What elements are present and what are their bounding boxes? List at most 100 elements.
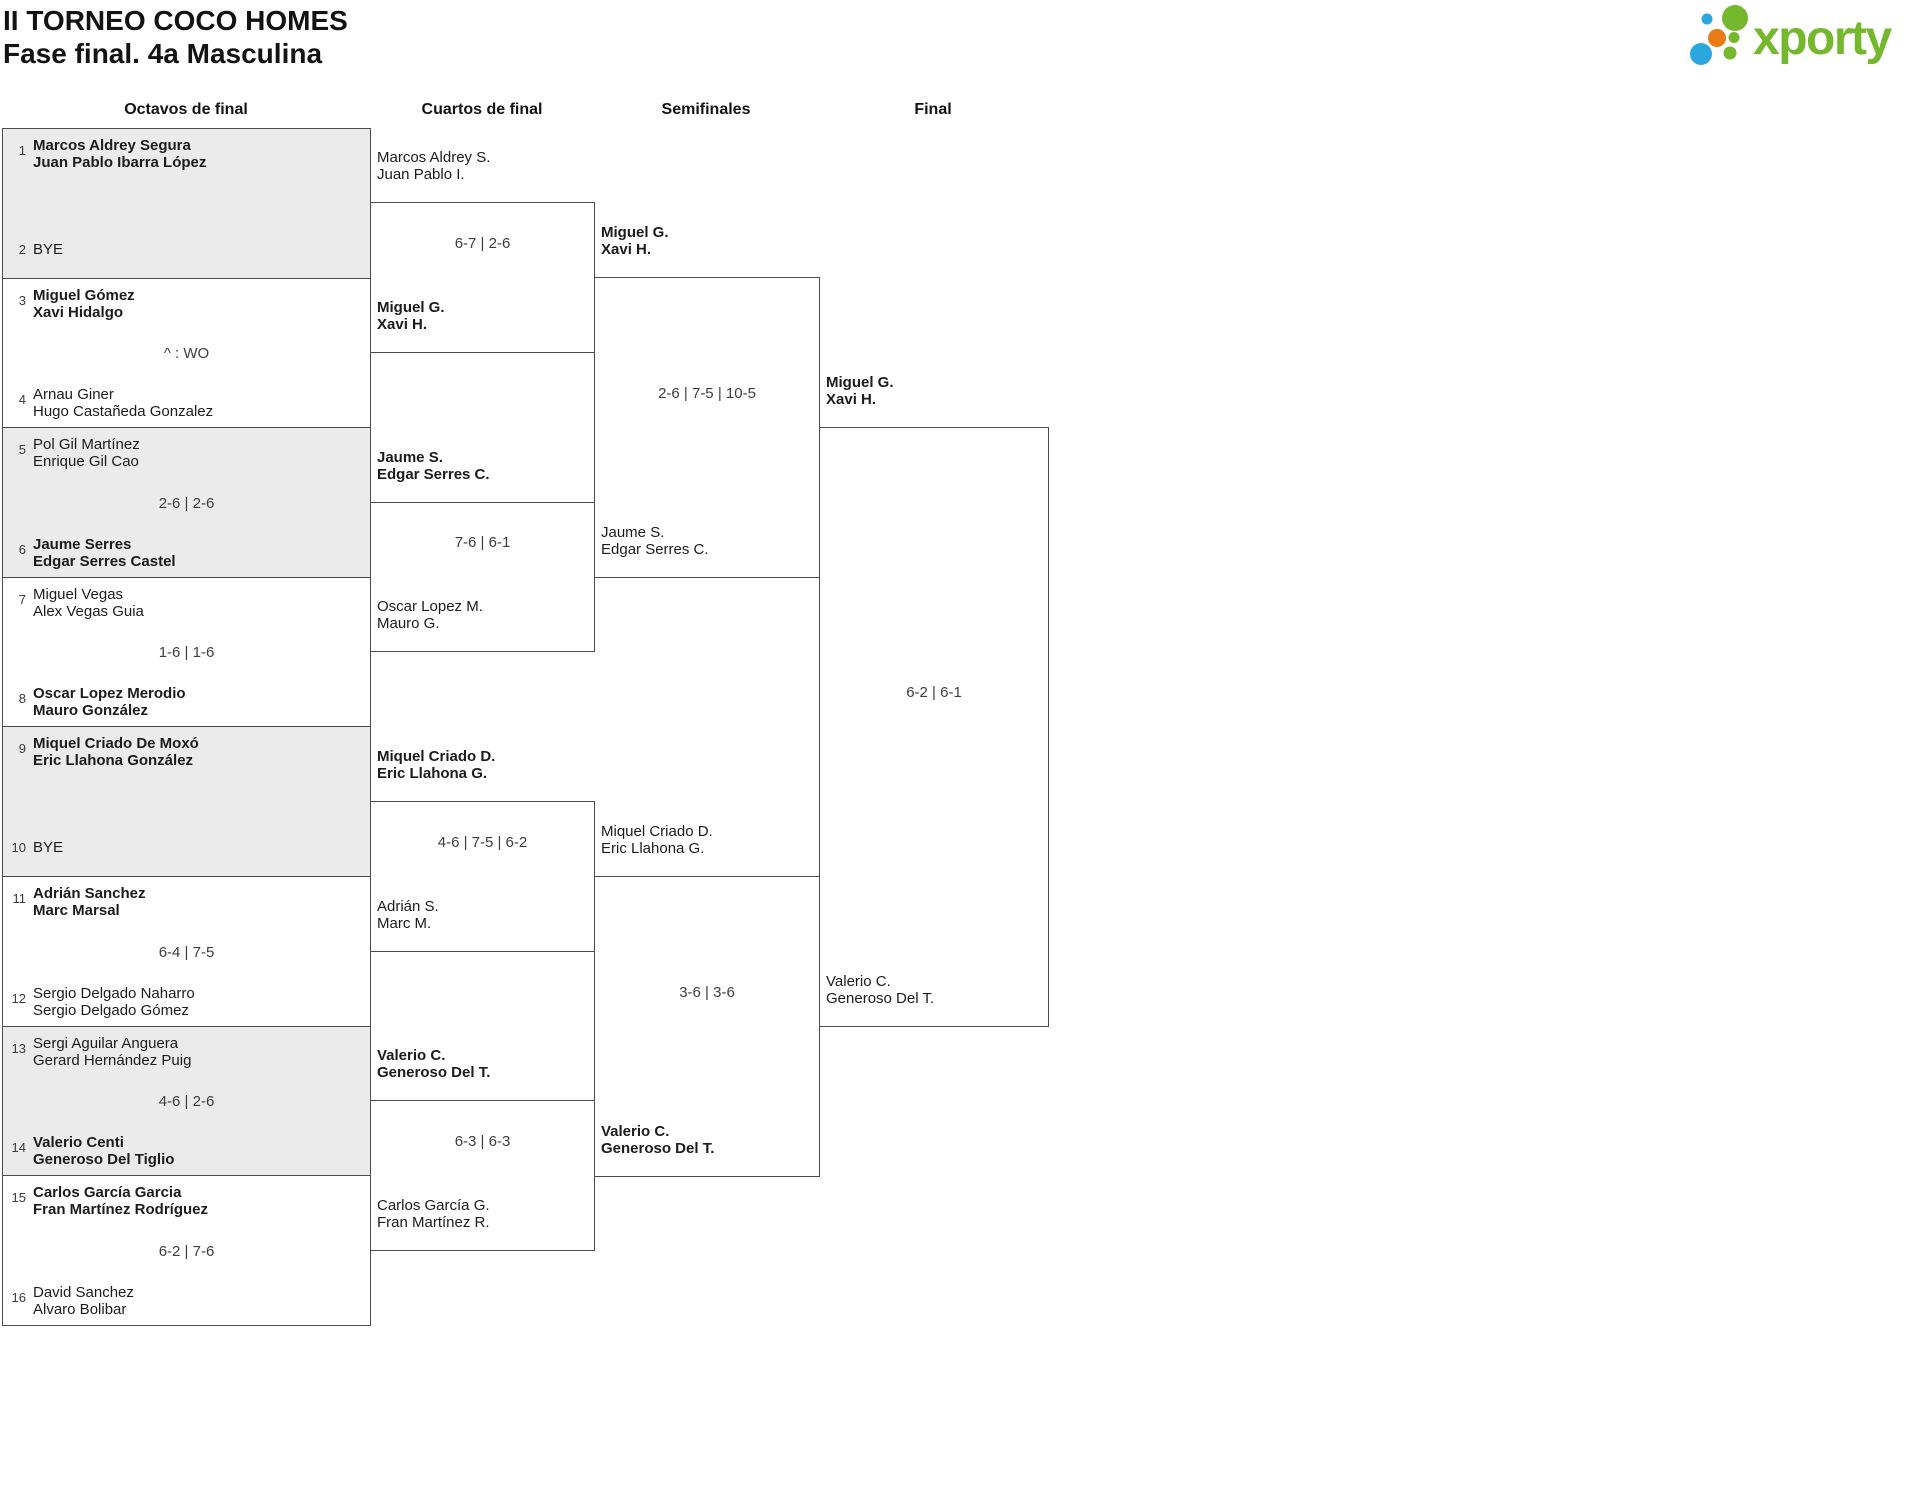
team-row: 1 Marcos Aldrey Segura Juan Pablo Ibarra…: [9, 137, 366, 171]
team-row: 15 Carlos García Garcia Fran Martínez Ro…: [9, 1184, 366, 1218]
logo-text: xporty: [1753, 12, 1893, 65]
team-name: David Sanchez: [33, 1284, 134, 1301]
seed-number: 2: [18, 242, 26, 257]
team-name: Mauro González: [33, 702, 149, 719]
tournament-subtitle: Fase final. 4a Masculina: [3, 38, 323, 69]
team-name: Alvaro Bolibar: [33, 1301, 127, 1318]
team-name: Miguel Gómez: [33, 287, 135, 304]
slot-team: Jaume S. Edgar Serres C.: [377, 449, 490, 483]
slot-team: Jaume S. Edgar Serres C.: [601, 524, 709, 558]
team-name: BYE: [33, 839, 64, 856]
seed-number: 15: [11, 1190, 26, 1205]
team-name: Arnau Giner: [33, 386, 114, 403]
team-name: Xavi H.: [601, 241, 652, 258]
slot-team: Marcos Aldrey S. Juan Pablo I.: [377, 149, 490, 183]
team-row: 4 Arnau Giner Hugo Castañeda Gonzalez: [9, 386, 366, 420]
match-score: 7-6 | 6-1: [454, 534, 511, 551]
column-header-final: Final: [914, 101, 952, 118]
team-name: Miguel G.: [826, 374, 894, 391]
team-name: Jaume S.: [601, 524, 665, 541]
team-name: Jaume Serres: [33, 536, 132, 553]
logo-dot-icon: [1723, 46, 1737, 60]
match-score: 6-2 | 7-6: [158, 1242, 215, 1260]
team-row: 11 Adrián Sanchez Marc Marsal: [9, 885, 366, 919]
match-box-octavos-3: 5 Pol Gil Martínez Enrique Gil Cao 2-6 |…: [2, 427, 371, 578]
seed-number: 9: [18, 741, 26, 756]
seed-number: 8: [18, 691, 26, 706]
team-name: Edgar Serres C.: [377, 466, 490, 483]
team-name: Valerio Centi: [33, 1134, 124, 1151]
match-score: 6-2 | 6-1: [906, 684, 962, 701]
slot-team: Carlos García G. Fran Martínez R.: [377, 1197, 490, 1231]
match-box-octavos-7: 13 Sergi Aguilar Anguera Gerard Hernánde…: [2, 1026, 371, 1176]
team-row: 5 Pol Gil Martínez Enrique Gil Cao: [9, 436, 366, 470]
seed-number: 1: [18, 143, 26, 158]
team-row: 13 Sergi Aguilar Anguera Gerard Hernánde…: [9, 1035, 366, 1069]
team-name: Miguel G.: [377, 299, 445, 316]
seed-number: 5: [18, 442, 26, 457]
match-score: 3-6 | 3-6: [679, 983, 735, 1001]
team-name: Xavi Hidalgo: [33, 304, 124, 321]
logo-dot-icon: [1728, 32, 1740, 43]
team-name: Miquel Criado De Moxó: [33, 735, 199, 752]
logo-dot-icon: [1708, 29, 1726, 47]
team-name: Edgar Serres Castel: [33, 553, 176, 570]
team-name: Edgar Serres C.: [601, 541, 709, 558]
team-name: Generoso Del T.: [826, 990, 935, 1007]
team-row: 9 Miquel Criado De Moxó Eric Llahona Gon…: [9, 735, 366, 769]
page-title: II TORNEO COCO HOMES Fase final. 4a Masc…: [3, 4, 348, 70]
team-name: Sergio Delgado Gómez: [33, 1002, 189, 1019]
team-name: Generoso Del Tiglio: [33, 1151, 175, 1168]
team-name: Carlos García Garcia: [33, 1184, 182, 1201]
slot-team: Oscar Lopez M. Mauro G.: [377, 598, 483, 632]
team-name: Fran Martínez Rodríguez: [33, 1201, 209, 1218]
team-name: Juan Pablo I.: [377, 166, 465, 183]
match-score: 6-3 | 6-3: [454, 1132, 511, 1150]
match-box-octavos-4: 7 Miguel Vegas Alex Vegas Guia 1-6 | 1-6…: [2, 577, 371, 727]
team-name: Xavi H.: [826, 391, 877, 408]
team-name: Marcos Aldrey Segura: [33, 137, 191, 154]
team-name: Miguel G.: [601, 224, 669, 241]
team-row: 10 BYE: [9, 839, 366, 856]
team-name: Alex Vegas Guia: [33, 603, 144, 620]
match-score: ^ : WO: [163, 345, 210, 362]
slot-team: Miquel Criado D. Eric Llahona G.: [377, 748, 495, 782]
team-name: Enrique Gil Cao: [33, 453, 139, 470]
match-score: 2-6 | 7-5 | 10-5: [658, 384, 756, 402]
slot-team: Valerio C. Generoso Del T.: [826, 973, 934, 1007]
match-score: 6-7 | 2-6: [454, 234, 511, 252]
team-name: Miquel Criado D.: [377, 748, 496, 765]
match-box-final: 6-2 | 6-1: [819, 427, 1049, 1027]
slot-team: Miguel G. Xavi H.: [377, 299, 445, 333]
team-name: Xavi H.: [377, 316, 428, 333]
team-row: 16 David Sanchez Alvaro Bolibar: [9, 1284, 366, 1318]
team-name: Miquel Criado D.: [601, 823, 713, 840]
column-header-octavos: Octavos de final: [124, 101, 248, 118]
seed-number: 4: [18, 392, 26, 407]
logo-dot-icon: [1701, 13, 1713, 25]
match-box-octavos-6: 11 Adrián Sanchez Marc Marsal 6-4 | 7-5 …: [2, 876, 371, 1027]
team-name: Miguel Vegas: [33, 586, 124, 603]
match-score: 4-6 | 2-6: [158, 1093, 215, 1110]
slot-team: Miguel G. Xavi H.: [601, 224, 669, 258]
seed-number: 10: [11, 840, 26, 855]
team-row: 6 Jaume Serres Edgar Serres Castel: [9, 536, 366, 570]
slot-team: Miquel Criado D. Eric Llahona G.: [601, 823, 713, 857]
team-name: Fran Martínez R.: [377, 1214, 490, 1231]
slot-team: Miguel G. Xavi H.: [826, 374, 894, 408]
match-score: 2-6 | 2-6: [158, 494, 215, 512]
team-name: Carlos García G.: [377, 1197, 490, 1214]
team-name: Marc M.: [377, 915, 432, 932]
seed-number: 13: [11, 1041, 26, 1056]
match-score: 4-6 | 7-5 | 6-2: [437, 833, 528, 851]
team-name: Gerard Hernández Puig: [33, 1052, 192, 1069]
team-row: 2 BYE: [9, 241, 366, 258]
team-name: Valerio C.: [826, 973, 891, 990]
seed-number: 11: [12, 891, 27, 906]
team-name: Eric Llahona G.: [377, 765, 488, 782]
team-name: Sergio Delgado Naharro: [33, 985, 195, 1002]
team-name: Mauro G.: [377, 615, 440, 632]
team-name: Hugo Castañeda Gonzalez: [33, 403, 214, 420]
team-row: 8 Oscar Lopez Merodio Mauro González: [9, 685, 366, 719]
